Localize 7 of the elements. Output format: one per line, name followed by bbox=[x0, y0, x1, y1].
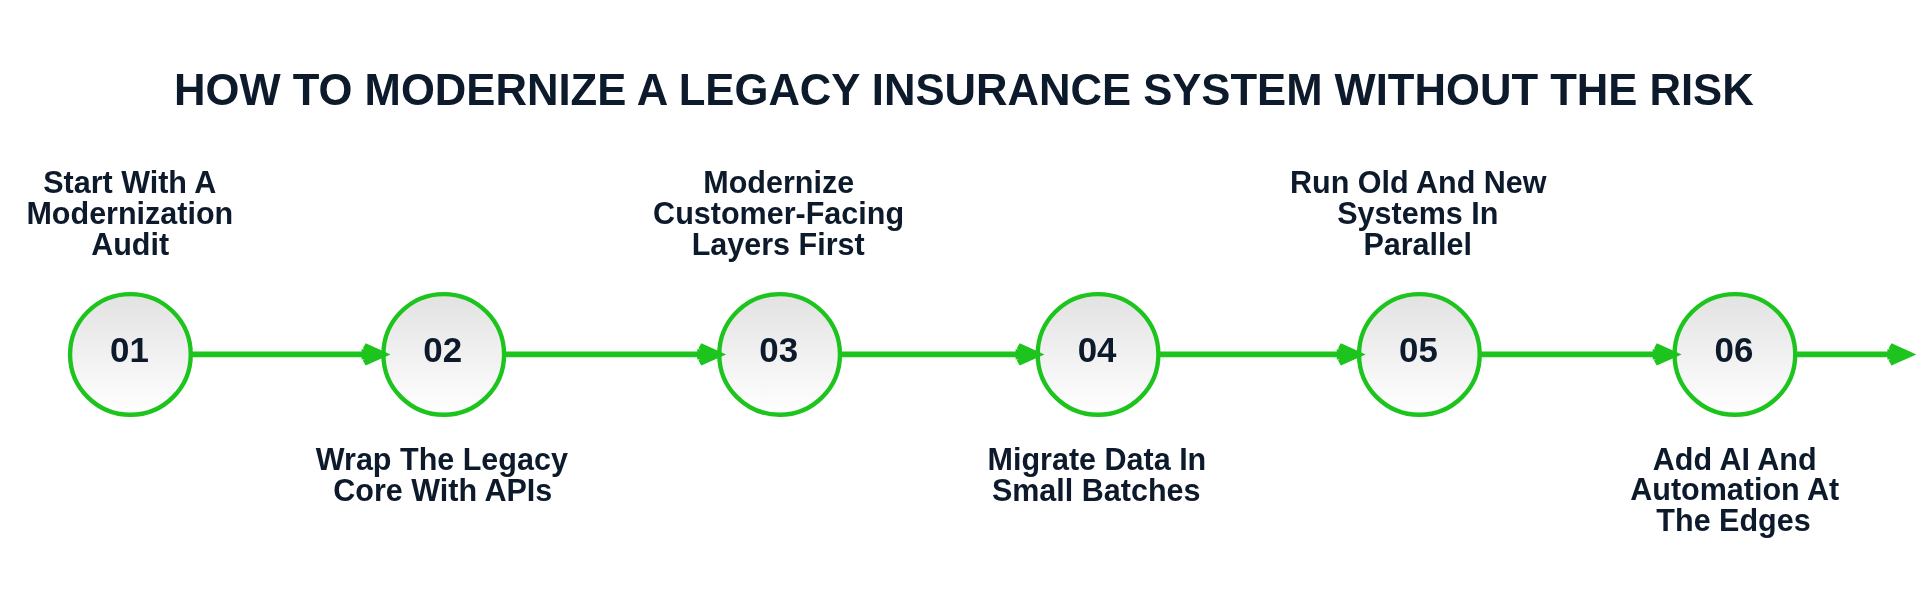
node-label: Add AI And Automation At The Edges bbox=[1630, 441, 1840, 537]
node-label: Modernize Customer-Facing Layers First bbox=[653, 165, 905, 261]
node-label: Migrate Data In Small Batches bbox=[987, 442, 1207, 507]
node-label: Run Old And New Systems In Parallel bbox=[1289, 165, 1547, 261]
diagram-title: HOW TO MODERNIZE A LEGACY INSURANCE SYSTEM WITHOUT THE RISK bbox=[174, 66, 1754, 115]
node-label: Wrap The Legacy Core With APIs bbox=[315, 442, 568, 507]
node-label: Start With A Modernization Audit bbox=[26, 165, 234, 261]
